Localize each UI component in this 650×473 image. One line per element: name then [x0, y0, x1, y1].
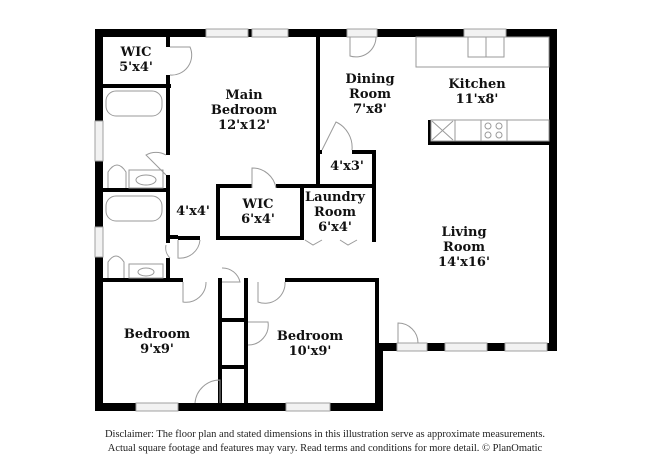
- room-dimensions: 4'x4': [176, 204, 210, 219]
- room-name: Bedroom: [276, 329, 344, 344]
- room-label-bedroom-left: Bedroom 9'x9': [124, 327, 190, 357]
- room-label-main-bedroom: Main Bedroom 12'x12': [211, 88, 277, 133]
- room-name: Main: [225, 88, 263, 103]
- room-label-living: Living Room 14'x16': [438, 225, 490, 270]
- room-dimensions: 4'x3': [330, 159, 364, 174]
- disclaimer-line-2: Actual square footage and features may v…: [107, 443, 543, 454]
- disclaimer: Disclaimer: The floor plan and stated di…: [0, 428, 650, 456]
- room-label-wic-main: WIC 5'x4': [119, 45, 153, 75]
- room-name: Bedroom: [210, 103, 278, 118]
- room-label-kitchen: Kitchen 11'x8': [448, 77, 505, 107]
- room-name: Room: [349, 87, 391, 102]
- disclaimer-line-1: Disclaimer: The floor plan and stated di…: [104, 429, 546, 440]
- room-label-wic-small: WIC 6'x4': [241, 197, 275, 227]
- room-dimensions: 10'x9': [288, 344, 332, 359]
- room-name: WIC: [120, 45, 152, 60]
- room-label-laundry: Laundry Room 6'x4': [305, 190, 365, 235]
- room-label-bedroom-right: Bedroom 10'x9': [277, 329, 343, 359]
- room-name: Room: [443, 240, 485, 255]
- room-dimensions: 14'x16': [438, 255, 490, 270]
- room-name: Room: [314, 205, 356, 220]
- room-name: Bedroom: [123, 327, 191, 342]
- room-dimensions: 12'x12': [218, 118, 270, 133]
- room-dimensions: 5'x4': [119, 60, 153, 75]
- room-dimensions: 9'x9': [140, 342, 174, 357]
- room-label-closet-4x4: 4'x4': [176, 204, 210, 219]
- room-name: Laundry: [305, 190, 365, 205]
- room-dimensions: 7'x8': [353, 102, 387, 117]
- room-label-dining: Dining Room 7'x8': [345, 72, 394, 117]
- room-name: WIC: [242, 197, 274, 212]
- room-name: Kitchen: [448, 77, 506, 92]
- room-name: Living: [441, 225, 487, 240]
- room-name: Dining: [345, 72, 395, 87]
- room-label-closet-4x3: 4'x3': [330, 159, 364, 174]
- room-dimensions: 6'x4': [241, 212, 275, 227]
- room-dimensions: 11'x8': [455, 92, 499, 107]
- room-dimensions: 6'x4': [318, 220, 352, 235]
